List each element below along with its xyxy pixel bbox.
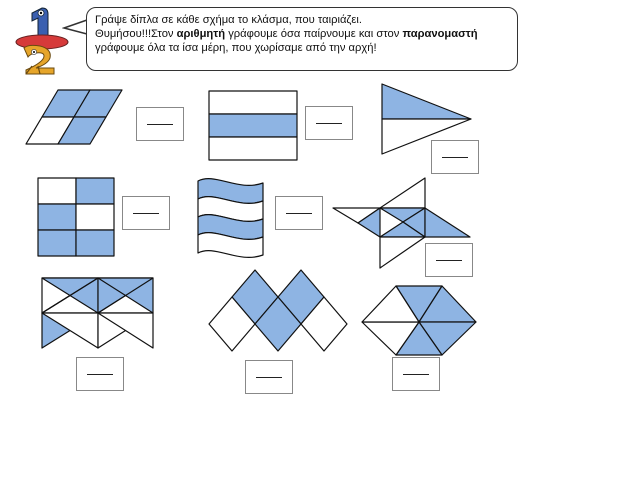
answer-box-3[interactable] (431, 140, 479, 174)
answer-box-5[interactable] (275, 196, 323, 230)
numerator-term: αριθμητή (176, 28, 226, 41)
fraction-line (316, 123, 342, 125)
shape-diamonds (208, 269, 348, 352)
answer-box-1[interactable] (136, 107, 184, 141)
fraction-line (87, 374, 113, 376)
instruction-text: γράφουμε όσα παίρνουμε και στον (225, 28, 403, 41)
fraction-line (147, 124, 173, 126)
fraction-line (133, 213, 159, 215)
answer-box-7[interactable] (76, 357, 124, 391)
answer-box-2[interactable] (305, 106, 353, 140)
denominator-term: παρανομαστή (402, 28, 478, 41)
fraction-line (436, 260, 462, 262)
answer-box-9[interactable] (392, 357, 440, 391)
answer-box-4[interactable] (122, 196, 170, 230)
instruction-line-1: Γράψε δίπλα σε κάθε σχήμα το κλάσμα, που… (95, 14, 362, 26)
shape-hexagon (361, 285, 477, 356)
answer-box-8[interactable] (245, 360, 293, 394)
shape-grid-square (37, 177, 115, 257)
shape-flag (197, 178, 264, 258)
fraction-line (256, 377, 282, 379)
instruction-bubble: Γράψε δίπλα σε κάθε σχήμα το κλάσμα, που… (86, 7, 518, 71)
shape-rectangle-triangles (41, 277, 154, 349)
fraction-line (403, 374, 429, 376)
shape-parallelogram (25, 89, 123, 145)
shape-triangle (381, 83, 472, 155)
shape-star (332, 177, 471, 269)
instruction-text: Θυμήσου!!!Στον (95, 28, 177, 41)
mascot-icon (15, 7, 69, 75)
fraction-line (442, 157, 468, 159)
answer-box-6[interactable] (425, 243, 473, 277)
shape-rectangle-strips (208, 90, 298, 161)
fraction-line (286, 213, 312, 215)
instruction-line-3: γράφουμε όλα τα ίσα μέρη, που χωρίσαμε α… (95, 42, 377, 55)
instruction-line-2: Θυμήσου!!!Στον αριθμητή γράφουμε όσα παί… (95, 27, 509, 41)
speech-bubble-tail (62, 19, 88, 35)
